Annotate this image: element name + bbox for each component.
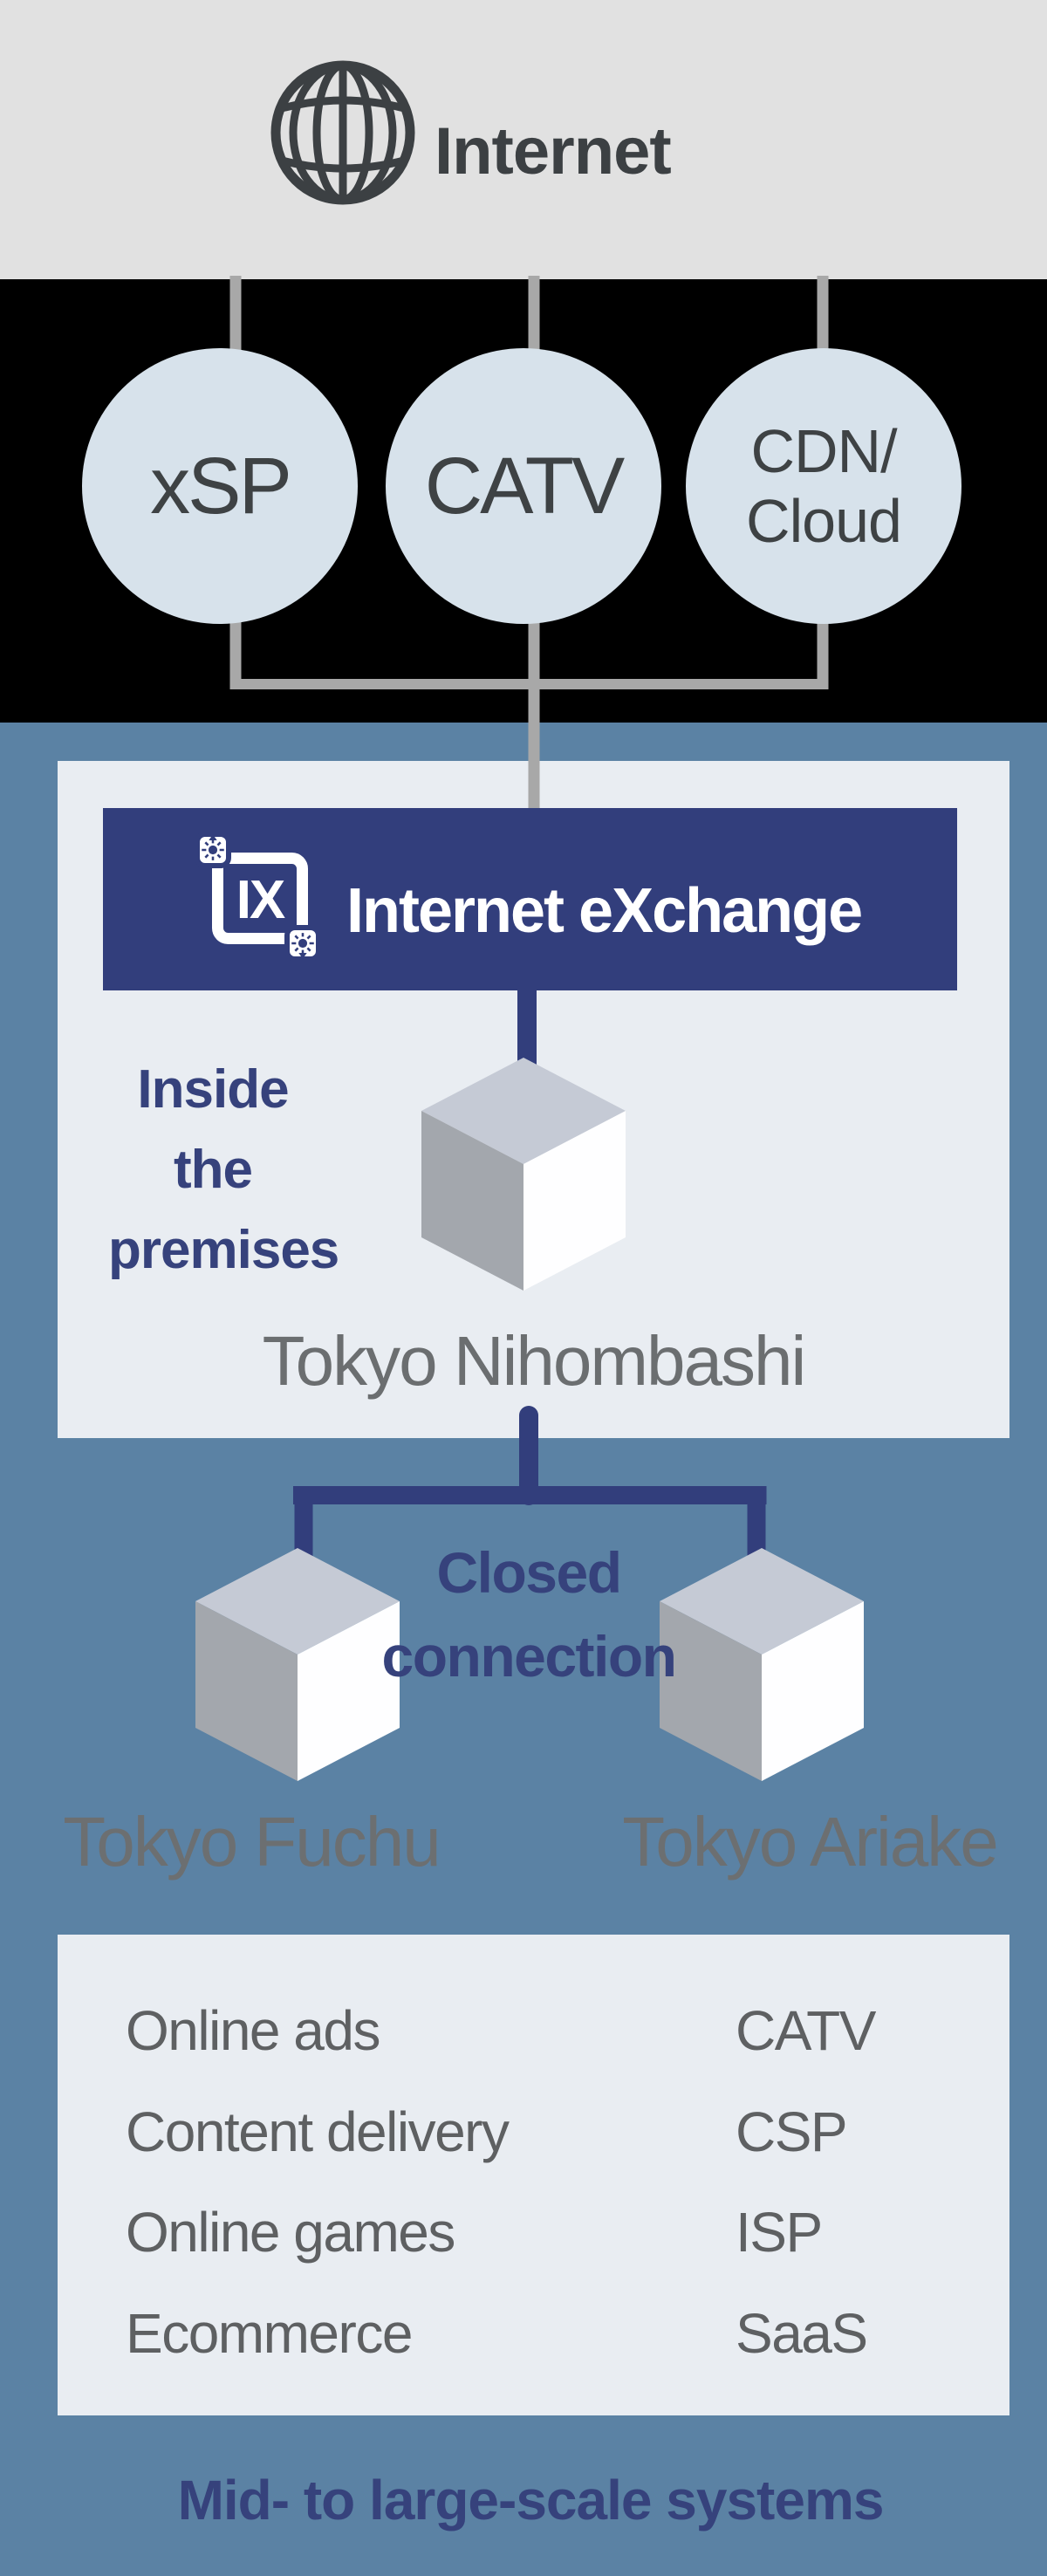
service-item: Content delivery: [126, 2100, 510, 2163]
cdn-label-line1: CDN/: [750, 417, 897, 485]
xsp-label: xSP: [150, 441, 292, 531]
ix-logo-text: IX: [236, 870, 285, 930]
services-column-right: CATV CSP ISP SaaS: [736, 1981, 876, 2384]
service-item: CSP: [736, 2100, 848, 2163]
cdn-cloud-label: CDN/ Cloud: [746, 416, 902, 556]
ix-logo-icon: IX: [195, 832, 321, 961]
footer-label: Mid- to large-scale systems: [177, 2469, 885, 2531]
ix-banner-title: Internet eXchange: [346, 876, 863, 946]
service-item: Online games: [126, 2201, 455, 2264]
internet-label: Internet: [435, 114, 672, 188]
service-item: CATV: [736, 1999, 876, 2062]
ix-banner: IX Internet eXchange: [103, 808, 957, 990]
site-label-nihombashi: Tokyo Nihombashi: [262, 1322, 807, 1400]
site-label-ariake: Tokyo Ariake: [622, 1803, 999, 1881]
source-circle-xsp: xSP: [82, 348, 358, 624]
node-burst-icon-top: [195, 832, 231, 868]
closed-connection-label: Closed connection: [381, 1540, 677, 1689]
site-label-fuchu: Tokyo Fuchu: [63, 1803, 441, 1881]
service-item: ISP: [736, 2201, 823, 2264]
cdn-label-line2: Cloud: [746, 487, 902, 555]
inside-premises-note: Inside the premises: [108, 1059, 339, 1280]
source-circle-catv: CATV: [386, 348, 661, 624]
internet-zone-band: [0, 0, 1047, 279]
catv-label: CATV: [424, 441, 626, 531]
service-item: Online ads: [126, 1999, 380, 2062]
source-circle-cdn-cloud: CDN/ Cloud: [686, 348, 961, 624]
node-burst-icon-bottom: [284, 925, 321, 961]
service-item: SaaS: [736, 2301, 868, 2365]
services-column-left: Online ads Content delivery Online games…: [126, 1981, 510, 2384]
cube-nihombashi: [421, 1058, 626, 1291]
globe-icon: [270, 60, 415, 205]
service-item: Ecommerce: [126, 2301, 413, 2365]
services-panel: [58, 1935, 1009, 2415]
